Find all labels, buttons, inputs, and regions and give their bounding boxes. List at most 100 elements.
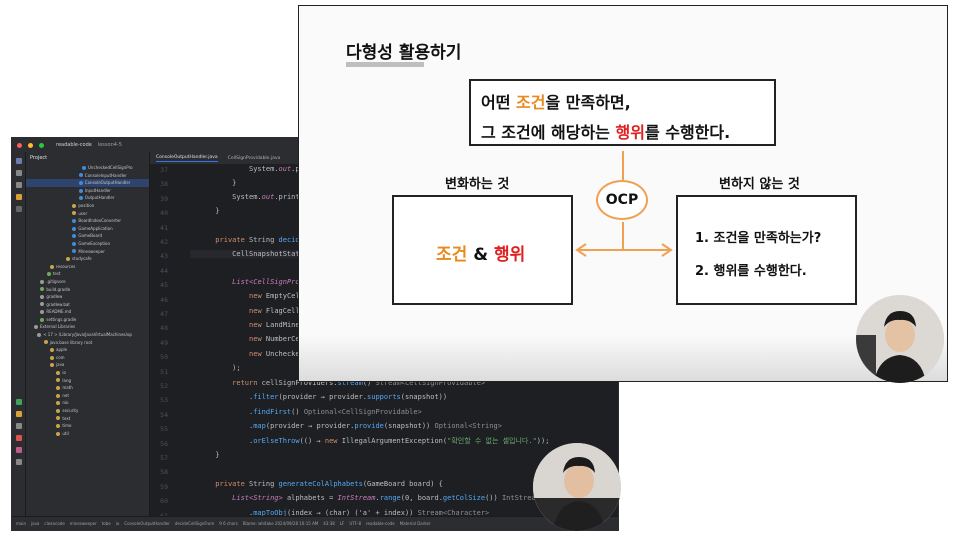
tree-item[interactable]: GameException — [26, 240, 149, 248]
file-icon — [82, 165, 86, 170]
tree-item[interactable]: nio — [26, 399, 149, 407]
code-line: return cellSignProviders.stream() Stream… — [232, 379, 486, 387]
file-icon — [78, 196, 83, 201]
status-item[interactable]: io — [115, 521, 120, 526]
terminal-icon[interactable] — [15, 423, 22, 429]
tree-item[interactable]: util — [26, 430, 149, 438]
label-changing: 변화하는 것 — [445, 177, 510, 192]
line-number: 53 — [160, 396, 168, 405]
tab-cell-sign-providable[interactable]: CellSignProvidable.java — [227, 155, 281, 161]
folder-icon[interactable] — [15, 158, 22, 164]
problems-icon[interactable] — [15, 435, 22, 441]
tree-item[interactable]: java.base library root — [26, 339, 149, 347]
file-icon — [56, 416, 61, 421]
project-name[interactable]: readable-code — [56, 142, 92, 148]
file-icon — [40, 317, 45, 322]
tree-item[interactable]: studycafe — [26, 255, 149, 263]
tree-item[interactable]: net — [26, 392, 149, 400]
tree-item[interactable]: test — [26, 270, 149, 278]
close-window-icon[interactable] — [17, 142, 22, 148]
tree-item[interactable]: math — [26, 384, 149, 392]
status-item[interactable]: main — [16, 521, 26, 526]
file-icon — [72, 234, 77, 239]
status-item[interactable]: decideCellSignFrom — [174, 521, 215, 526]
tree-item[interactable]: security — [26, 407, 149, 415]
status-item[interactable]: cleancode — [44, 521, 65, 526]
statement-box: 어떤 조건을 만족하면, 그 조건에 해당하는 행위를 수행한다. — [469, 79, 776, 146]
status-item[interactable]: UTF-8 — [349, 521, 361, 526]
tree-item[interactable]: ConsoleInputHandler — [26, 172, 149, 180]
tree-item[interactable]: < 17 > /Library/Java/JavaVirtualMachines… — [26, 331, 149, 339]
status-item[interactable]: ConsoleOutputHandler — [124, 521, 170, 526]
code-line: new FlagCellSignP — [249, 307, 321, 315]
tree-item[interactable]: gradlew.bat — [26, 301, 149, 309]
todo-icon[interactable] — [15, 459, 22, 465]
status-item[interactable]: LF — [339, 521, 345, 526]
tree-item[interactable]: gradlew — [26, 293, 149, 301]
label-unchanging: 변하지 않는 것 — [719, 177, 800, 192]
run-icon[interactable] — [15, 411, 22, 417]
tab-console-output-handler[interactable]: ConsoleOutputHandler.java — [156, 154, 218, 162]
branch-name[interactable]: lesson4-5 — [97, 142, 122, 148]
webcam-presenter-slide — [856, 295, 944, 383]
tree-item[interactable]: com — [26, 354, 149, 362]
tree-item[interactable]: InputHandler — [26, 187, 149, 195]
tree-item[interactable]: lang — [26, 377, 149, 385]
maximize-window-icon[interactable] — [39, 142, 44, 148]
project-panel-title[interactable]: Project — [30, 155, 48, 161]
code-line: .map(provider → provider.provide(snapsho… — [190, 422, 502, 430]
tree-item[interactable]: External Libraries — [26, 323, 149, 331]
tree-item[interactable]: README.md — [26, 308, 149, 316]
tree-item[interactable]: BoardIndexConverter — [26, 217, 149, 225]
action-word: 행위 — [493, 245, 526, 265]
tree-item-label: io — [62, 370, 66, 376]
tree-item[interactable]: GameBoard — [26, 232, 149, 240]
tree-item[interactable]: text — [26, 415, 149, 423]
file-icon — [72, 218, 77, 223]
file-icon — [72, 226, 77, 231]
tree-item[interactable]: resources — [26, 263, 149, 271]
tree-item[interactable]: apple — [26, 346, 149, 354]
status-item[interactable]: Blame: whitake 2024/09/28 10:15 AM — [242, 521, 319, 526]
status-item[interactable]: readable-code — [366, 521, 395, 526]
tree-item[interactable]: OutputHandler — [26, 194, 149, 202]
gear-icon[interactable] — [15, 399, 22, 405]
status-item[interactable]: 43:38 — [323, 521, 335, 526]
status-item[interactable]: Material Darker — [399, 521, 431, 526]
tree-item[interactable]: build.gradle — [26, 286, 149, 294]
status-item[interactable]: minesweeper — [69, 521, 97, 526]
commit-icon[interactable] — [15, 170, 22, 176]
tree-item[interactable]: Minesweeper — [26, 248, 149, 256]
status-item[interactable]: tobe — [101, 521, 111, 526]
file-icon — [37, 332, 42, 337]
line-number: 50 — [160, 353, 168, 362]
condition-word: 조건 — [436, 245, 468, 265]
status-item[interactable]: java — [31, 521, 40, 526]
line-number: 43 — [160, 252, 168, 261]
plugin-icon[interactable] — [15, 206, 22, 212]
code-line: System.out.println(); — [190, 193, 321, 201]
tree-item[interactable]: time — [26, 422, 149, 430]
tree-item[interactable]: ConsoleOutputHandler — [26, 179, 149, 187]
tree-item[interactable]: UncheckedCellSignPro — [26, 164, 149, 172]
tree-item[interactable]: GameApplication — [26, 225, 149, 233]
code-line: .mapToObj(index → (char) ('a' + index)) … — [190, 509, 490, 517]
code-line: new UncheckedCell — [249, 350, 321, 358]
file-icon — [40, 279, 45, 284]
tree-item[interactable]: settings.gradle — [26, 316, 149, 324]
status-item[interactable]: 9 6 chars — [219, 521, 238, 526]
tree-item[interactable]: java — [26, 361, 149, 369]
tree-item[interactable]: io — [26, 369, 149, 377]
tree-item[interactable]: user — [26, 210, 149, 218]
minimize-window-icon[interactable] — [28, 142, 33, 148]
tree-item[interactable]: position — [26, 202, 149, 210]
tree-item[interactable]: .gitignore — [26, 278, 149, 286]
ocp-circle: OCP — [596, 180, 648, 220]
more-icon[interactable] — [15, 194, 22, 200]
file-icon — [72, 249, 77, 254]
structure-icon[interactable] — [15, 182, 22, 188]
git-icon[interactable] — [15, 447, 22, 453]
statement-text: 을 만족하면, — [545, 93, 631, 112]
